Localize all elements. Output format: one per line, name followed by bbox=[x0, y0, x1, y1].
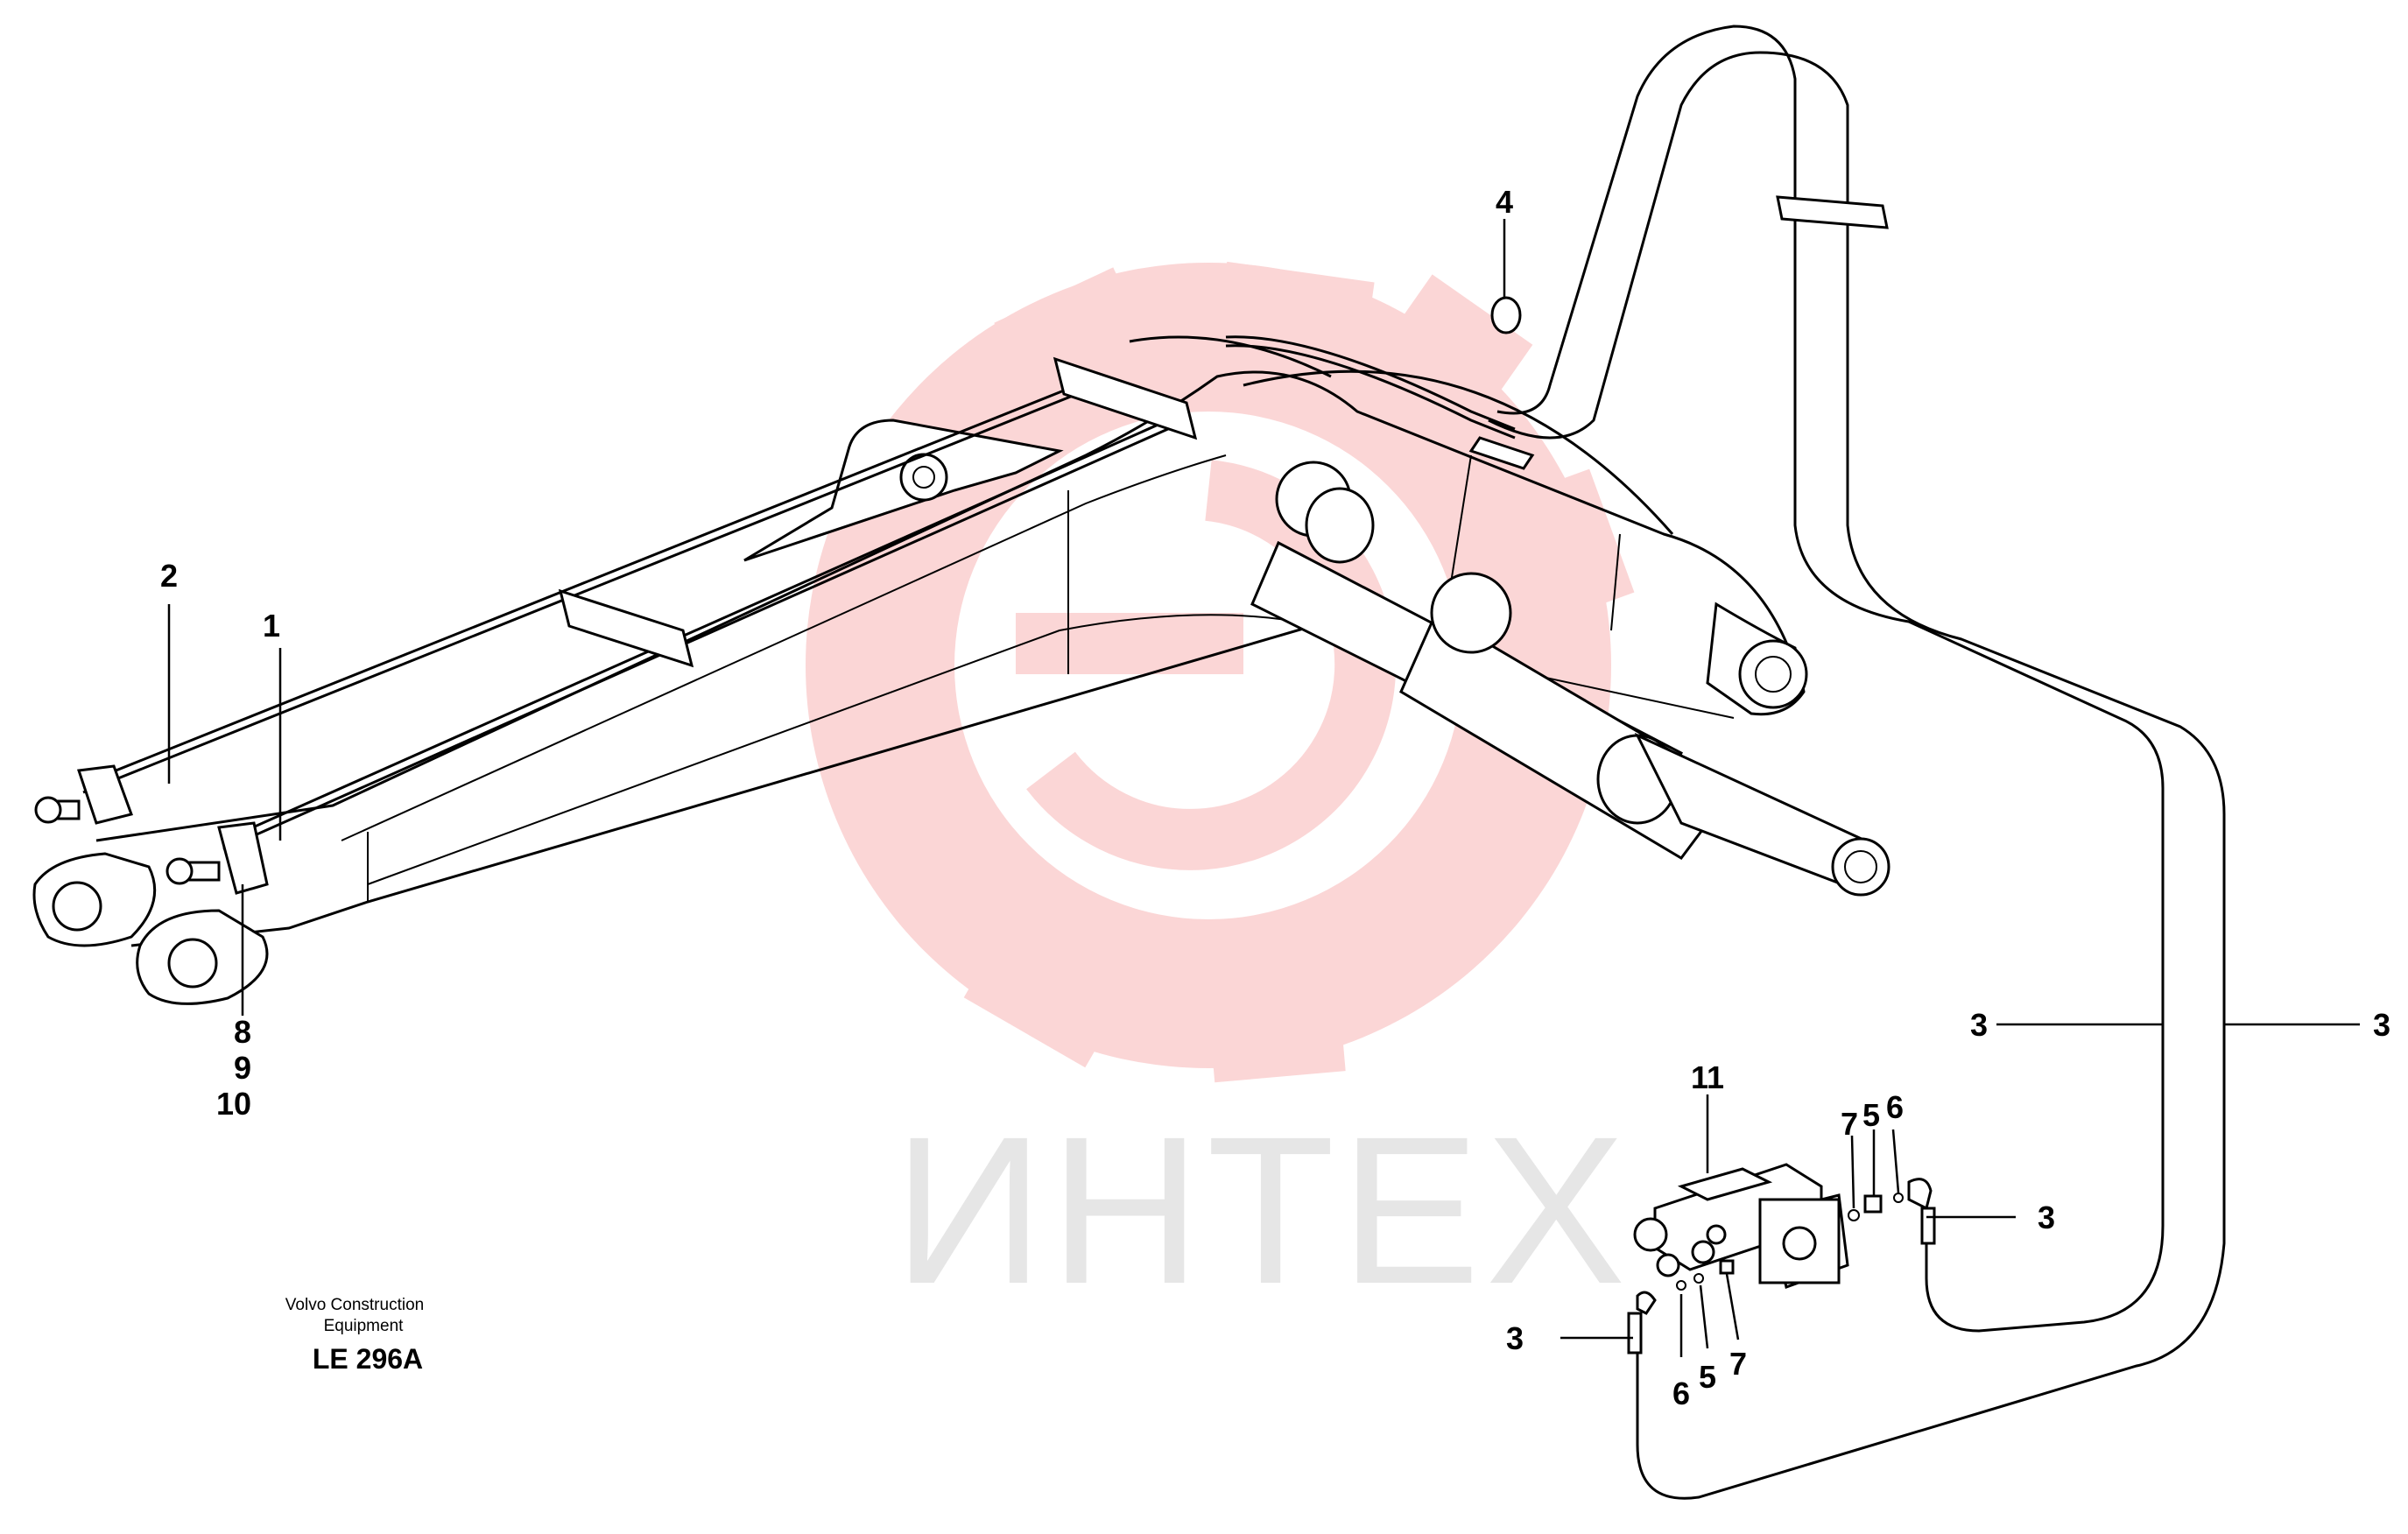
callout-3: 3 bbox=[1970, 1007, 1988, 1043]
callout-10: 10 bbox=[216, 1086, 251, 1122]
callout-1: 1 bbox=[263, 608, 280, 644]
callout-3: 3 bbox=[2038, 1200, 2055, 1235]
callout-8: 8 bbox=[234, 1014, 251, 1050]
caption: Volvo Construction Equipment LE 296A bbox=[285, 1296, 424, 1375]
callout-3: 3 bbox=[1506, 1320, 1524, 1356]
callouts: 1 2 3 3 3 3 4 7 5 6 6 5 7 8 9 10 11 bbox=[160, 184, 2390, 1411]
caption-line1: Volvo Construction bbox=[285, 1296, 424, 1314]
watermark-text: ИНТЕХ bbox=[893, 1093, 1631, 1327]
callout-5: 5 bbox=[1699, 1359, 1716, 1395]
callout-3: 3 bbox=[2373, 1007, 2390, 1043]
callout-6: 6 bbox=[1672, 1376, 1690, 1411]
callout-11: 11 bbox=[1691, 1059, 1724, 1095]
callout-7: 7 bbox=[1841, 1106, 1858, 1142]
caption-line2: Equipment bbox=[324, 1317, 405, 1335]
callout-7: 7 bbox=[1729, 1346, 1747, 1382]
callout-5: 5 bbox=[1862, 1097, 1880, 1133]
callout-9: 9 bbox=[234, 1050, 251, 1086]
drawing-code: LE 296A bbox=[313, 1343, 423, 1375]
boom bbox=[32, 335, 1890, 1005]
hydraulic-pipes bbox=[82, 25, 2226, 1500]
pipe-clamps bbox=[34, 764, 269, 895]
callout-6: 6 bbox=[1886, 1089, 1904, 1125]
callout-2: 2 bbox=[160, 558, 178, 594]
valve-block bbox=[1627, 1163, 1936, 1355]
leader-lines bbox=[167, 219, 2360, 1357]
callout-4: 4 bbox=[1496, 184, 1513, 220]
